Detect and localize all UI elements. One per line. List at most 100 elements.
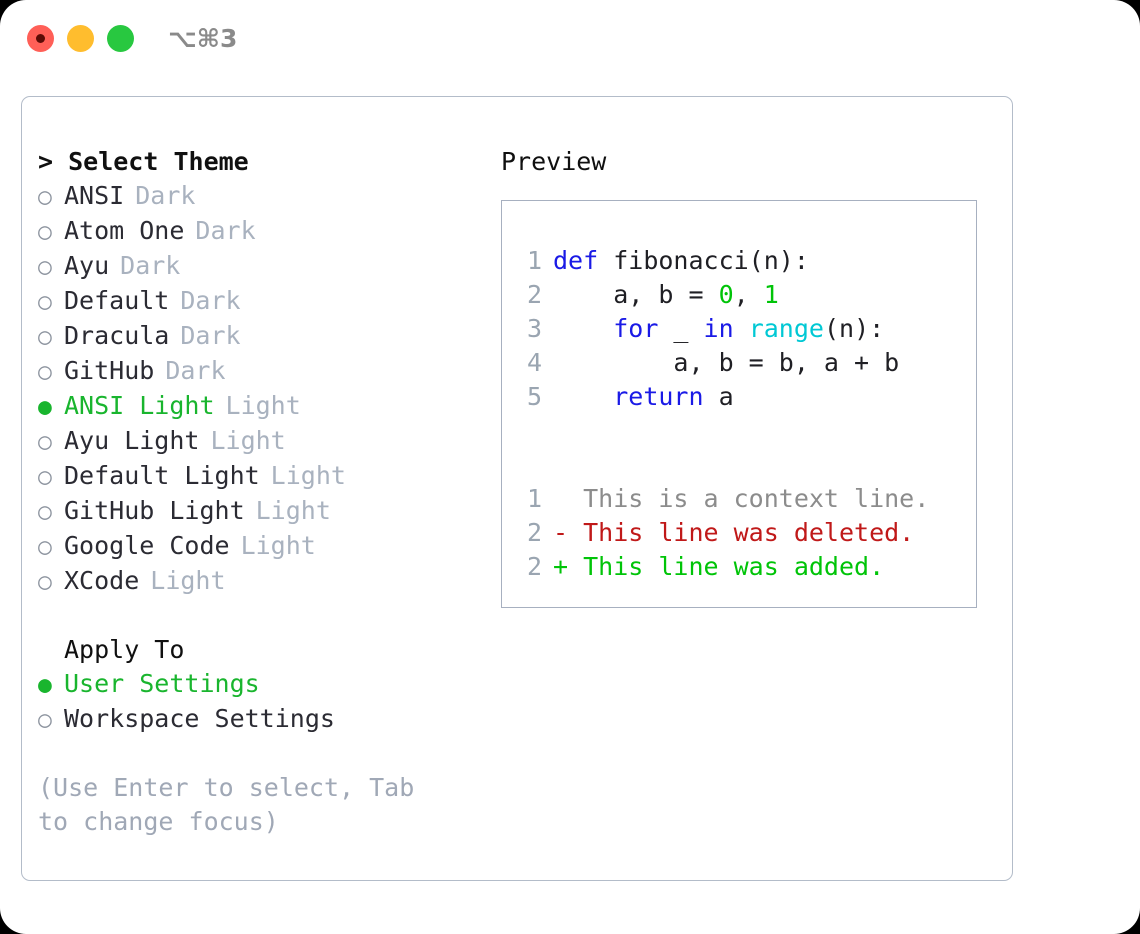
token-plain [734, 314, 749, 343]
select-theme-heading: > Select Theme [38, 147, 249, 176]
keyboard-shortcut-label: ⌥⌘3 [168, 24, 238, 53]
theme-option-11[interactable]: ○ XCode Light [38, 564, 490, 599]
option-label: XCode [64, 566, 140, 595]
option-variant-tag: Dark [165, 356, 226, 385]
diff-text: + This line was added. [553, 552, 885, 581]
radio-selected-icon: ● [38, 672, 52, 698]
line-number: 2 [526, 518, 542, 547]
apply-to-option-0[interactable]: ● User Settings [38, 667, 490, 702]
code-text: a, b = b, a + b [553, 346, 899, 380]
radio-unselected-icon: ○ [38, 707, 52, 733]
radio-unselected-icon: ○ [38, 359, 52, 385]
token-plain: , [733, 280, 764, 309]
apply-to-option-1[interactable]: ○ Workspace Settings [38, 702, 490, 737]
option-variant-tag: Light [270, 461, 346, 490]
keyboard-hint: (Use Enter to select, Tab to change focu… [38, 773, 430, 836]
token-plain: (n): [823, 314, 885, 343]
theme-option-10[interactable]: ○ Google Code Light [38, 529, 490, 564]
zoom-button[interactable] [107, 25, 134, 52]
option-label: ANSI Light [64, 391, 215, 420]
token-plain: a [703, 382, 734, 411]
code-text: return a [553, 380, 734, 414]
theme-option-1[interactable]: ○ Atom One Dark [38, 214, 490, 249]
diff-line-ctx: 1 This is a context line. [516, 482, 929, 516]
option-label: Dracula [64, 321, 170, 350]
close-button[interactable] [27, 25, 54, 52]
title-bar: ⌥⌘3 [0, 0, 1140, 78]
radio-unselected-icon: ○ [38, 324, 52, 350]
line-number: 1 [526, 246, 542, 275]
option-variant-tag: Dark [195, 216, 256, 245]
option-variant-tag: Light [240, 531, 316, 560]
radio-unselected-icon: ○ [38, 569, 52, 595]
radio-unselected-icon: ○ [38, 429, 52, 455]
option-label: Workspace Settings [64, 704, 335, 733]
radio-unselected-icon: ○ [38, 184, 52, 210]
radio-unselected-icon: ○ [38, 464, 52, 490]
option-label: GitHub [64, 356, 155, 385]
radio-selected-icon: ● [38, 394, 52, 420]
radio-unselected-icon: ○ [38, 499, 52, 525]
option-variant-tag: Dark [135, 181, 196, 210]
code-spacer [516, 448, 929, 482]
apply-to-list[interactable]: ● User Settings ○ Workspace Settings [38, 667, 490, 737]
option-variant-tag: Light [210, 426, 286, 455]
option-label: Default [64, 286, 170, 315]
theme-option-8[interactable]: ○ Default Light Light [38, 459, 490, 494]
option-label: Google Code [64, 531, 230, 560]
token-kw: def [553, 246, 614, 275]
diff-text: - This line was deleted. [553, 518, 915, 547]
option-label: Ayu Light [64, 426, 200, 455]
radio-unselected-icon: ○ [38, 219, 52, 245]
token-plain [553, 382, 613, 411]
code-text: def fibonacci(n): [553, 244, 809, 278]
diff-line-add: 2+ This line was added. [516, 550, 929, 584]
code-text: for _ in range(n): [553, 312, 884, 346]
token-num: 0 [718, 280, 734, 309]
option-variant-tag: Dark [180, 286, 241, 315]
line-number: 1 [526, 484, 542, 513]
token-plain: fibonacci(n): [613, 246, 809, 275]
minimize-button[interactable] [67, 25, 94, 52]
radio-unselected-icon: ○ [38, 534, 52, 560]
diff-line-del: 2 - This line was deleted. [516, 516, 929, 550]
theme-option-4[interactable]: ○ Dracula Dark [38, 319, 490, 354]
line-number: 3 [526, 314, 542, 343]
token-plain: a, b = [553, 280, 719, 309]
option-label: Default Light [64, 461, 260, 490]
option-variant-tag: Light [150, 566, 226, 595]
option-label: User Settings [64, 669, 260, 698]
code-spacer [516, 414, 929, 448]
token-builtin: range [748, 314, 824, 343]
token-plain: _ [658, 314, 704, 343]
apply-to-heading: Apply To [64, 635, 185, 664]
token-plain [553, 314, 613, 343]
token-kw: in [703, 314, 734, 343]
code-line: 2 a, b = 0, 1 [516, 278, 929, 312]
option-variant-tag: Dark [180, 321, 241, 350]
radio-unselected-icon: ○ [38, 254, 52, 280]
option-label: GitHub Light [64, 496, 245, 525]
traffic-lights [27, 25, 134, 52]
theme-option-5[interactable]: ○ GitHub Dark [38, 354, 490, 389]
option-variant-tag: Dark [120, 251, 181, 280]
token-num: 1 [763, 280, 779, 309]
line-number: 4 [526, 348, 542, 377]
code-line: 3 for _ in range(n): [516, 312, 929, 346]
code-line: 4 a, b = b, a + b [516, 346, 929, 380]
theme-option-7[interactable]: ○ Ayu Light Light [38, 424, 490, 459]
diff-text: This is a context line. [553, 484, 930, 513]
option-label: Atom One [64, 216, 185, 245]
preview-heading: Preview [501, 147, 607, 176]
